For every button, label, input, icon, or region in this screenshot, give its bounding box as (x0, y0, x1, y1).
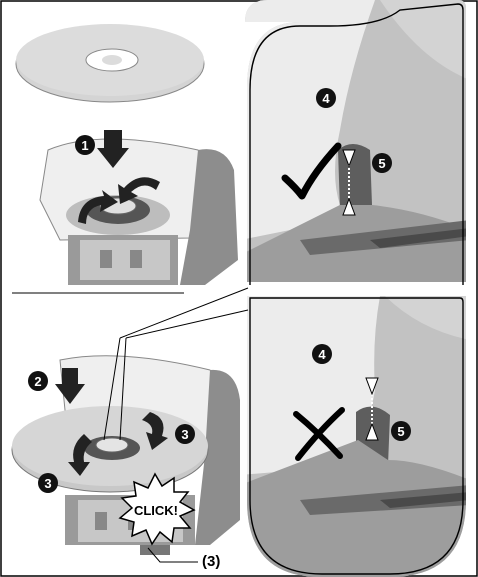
gap-indicator-bottom (365, 377, 379, 441)
cross-mark-icon (293, 407, 345, 461)
step-number-5-bottom: 5 (397, 424, 404, 439)
step-badge-3a (175, 424, 195, 444)
detail-panel-correct (245, 0, 466, 282)
step-badge-3b (38, 473, 58, 493)
step-badge-1 (75, 135, 95, 155)
step-number-3b: 3 (44, 476, 51, 491)
callout-lines (103, 287, 249, 441)
step-number-5-top: 5 (378, 156, 385, 171)
step-number-2: 2 (34, 374, 41, 389)
step-number-4-top: 4 (322, 91, 330, 106)
reference-label: (3) (202, 553, 221, 570)
step-badge-5-top (372, 153, 392, 173)
click-text: CLICK! (134, 503, 178, 518)
panel-border-bottom (249, 297, 464, 575)
panel-border-top (249, 3, 464, 285)
disc-top (15, 24, 205, 103)
step-badge-5-bottom (391, 421, 411, 441)
step-badge-4-bottom (312, 344, 332, 364)
step-badge-2 (28, 371, 48, 391)
check-mark-icon (281, 142, 342, 200)
click-burst (118, 472, 196, 546)
step-number-3a: 3 (181, 427, 188, 442)
detail-panel-wrong (247, 296, 466, 577)
press-down-arrow-2 (55, 368, 85, 404)
reference-leader (147, 547, 198, 563)
grinder-top (39, 138, 238, 285)
tighten-arrows (68, 412, 168, 476)
gap-indicator-top (342, 149, 356, 216)
step-badge-4-top (316, 88, 336, 108)
step-number-1: 1 (81, 138, 88, 153)
step-number-4-bottom: 4 (318, 347, 326, 362)
press-down-arrow (97, 130, 129, 168)
rotate-arrows (78, 177, 160, 224)
